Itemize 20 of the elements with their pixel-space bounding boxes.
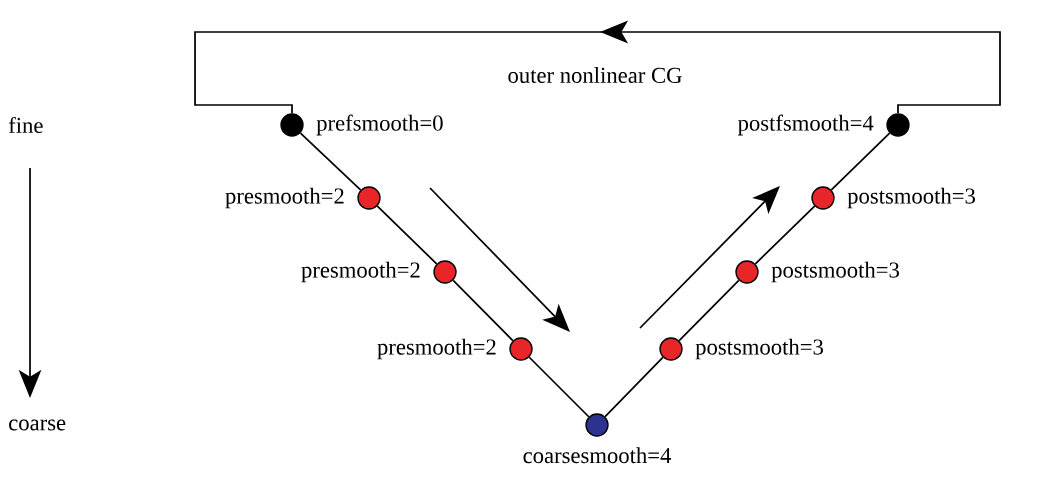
level-label: coarse: [9, 419, 66, 431]
smoothing-label: postsmooth=3: [771, 261, 899, 283]
connector-line: [754, 205, 816, 265]
edge-label: outer nonlinear CG: [504, 64, 686, 86]
smoothing-label: presmooth=2: [377, 338, 496, 360]
smoothing-label: postfsmooth=4: [737, 114, 874, 136]
connector-line: [830, 132, 891, 191]
connector-line: [376, 205, 438, 265]
smoothing-label: presmooth=2: [225, 187, 344, 209]
smoothing-label: presmooth=2: [301, 261, 420, 283]
connector-line: [299, 132, 362, 191]
smoothing-label: postsmooth=3: [695, 338, 823, 360]
connector-line: [678, 279, 740, 342]
level-label: fine: [8, 116, 43, 134]
smoothing-label: coarsesmooth=4: [523, 447, 672, 464]
smoothing-label: postsmooth=3: [847, 187, 975, 209]
connector-line: [528, 356, 590, 418]
connector-line: [452, 279, 514, 342]
connector-line: [604, 356, 664, 418]
smoothing-label: prefsmooth=0: [316, 114, 443, 136]
